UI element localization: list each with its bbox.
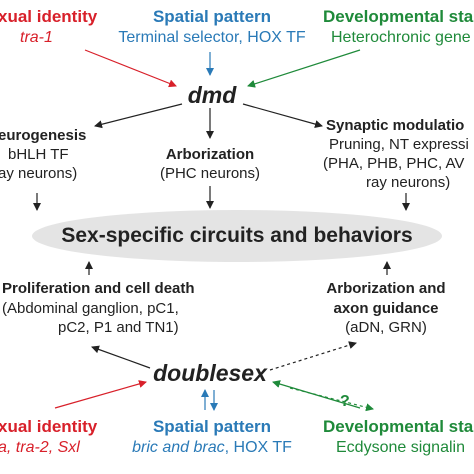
arrow-dmd-to-synaptic	[242, 103, 323, 128]
doublesex-gene-label: doublesex	[153, 360, 267, 386]
synaptic-line2: (PHA, PHB, PHC, AV	[323, 155, 465, 172]
neurogenesis-title: eurogenesis	[0, 127, 87, 144]
arrow-dev-to-dsx	[272, 380, 361, 409]
bottom-spatial-pattern-detail: bric and brac, HOX TF	[132, 440, 292, 456]
neurogenesis-line1: bHLH TF	[8, 146, 69, 163]
arrow-dmd-to-neurogenesis	[94, 103, 183, 129]
arrow-dsx-to-dev-dashed	[289, 387, 374, 412]
arborization-title: Arborization	[165, 146, 255, 163]
neurogenesis-line2: ay neurons)	[0, 165, 78, 182]
top-spatial-pattern-title: Spatial pattern	[152, 7, 272, 26]
arborization-axon-title2: axon guidance	[333, 300, 439, 317]
proliferation-line1: (Abdominal ganglion, pC1,	[2, 300, 179, 317]
dmd-gene-label: dmd	[187, 82, 237, 108]
synaptic-line1: Pruning, NT expressi	[329, 136, 469, 153]
arrow-dsx-to-proliferation	[91, 345, 151, 369]
bottom-spatial-rest: , HOX TF	[224, 439, 292, 456]
top-spatial-pattern-detail: Terminal selector, HOX TF	[118, 29, 306, 46]
arborization-line1: (PHC neurons)	[159, 165, 261, 182]
bottom-developmental-detail: Ecdysone signalin	[336, 439, 465, 456]
bottom-spatial-pattern-title: Spatial pattern	[152, 417, 272, 436]
top-sexual-identity-gene: tra-1	[20, 29, 53, 46]
arrow-dsx-to-arborization-axon	[269, 341, 357, 371]
synaptic-title: Synaptic modulatio	[326, 117, 465, 134]
question-mark: ?	[340, 393, 350, 410]
bottom-developmental-title: Developmental sta	[323, 417, 474, 436]
arborization-axon-line1: (aDN, GRN)	[345, 319, 427, 336]
arrow-dev-to-dmd	[247, 49, 361, 88]
arrow-tra1-to-dmd	[84, 49, 177, 88]
arborization-axon-title1: Arborization and	[326, 280, 446, 297]
bottom-sexual-identity-genes: a, tra-2, Sxl	[0, 439, 80, 456]
center-ellipse	[32, 210, 442, 262]
top-sexual-identity-title: xual identity	[0, 7, 98, 26]
proliferation-line2: pC2, P1 and TN1)	[58, 319, 179, 336]
proliferation-title: Proliferation and cell death	[2, 280, 195, 297]
arrow-sexid-to-dsx	[54, 380, 147, 409]
bottom-spatial-italic: bric and brac	[132, 439, 225, 456]
top-developmental-detail: Heterochronic gene	[331, 29, 471, 46]
top-developmental-title: Developmental sta	[323, 7, 474, 26]
synaptic-line3: ray neurons)	[366, 174, 451, 191]
bottom-sexual-identity-title: xual identity	[0, 417, 98, 436]
center-label: Sex-specific circuits and behaviors	[61, 224, 413, 247]
